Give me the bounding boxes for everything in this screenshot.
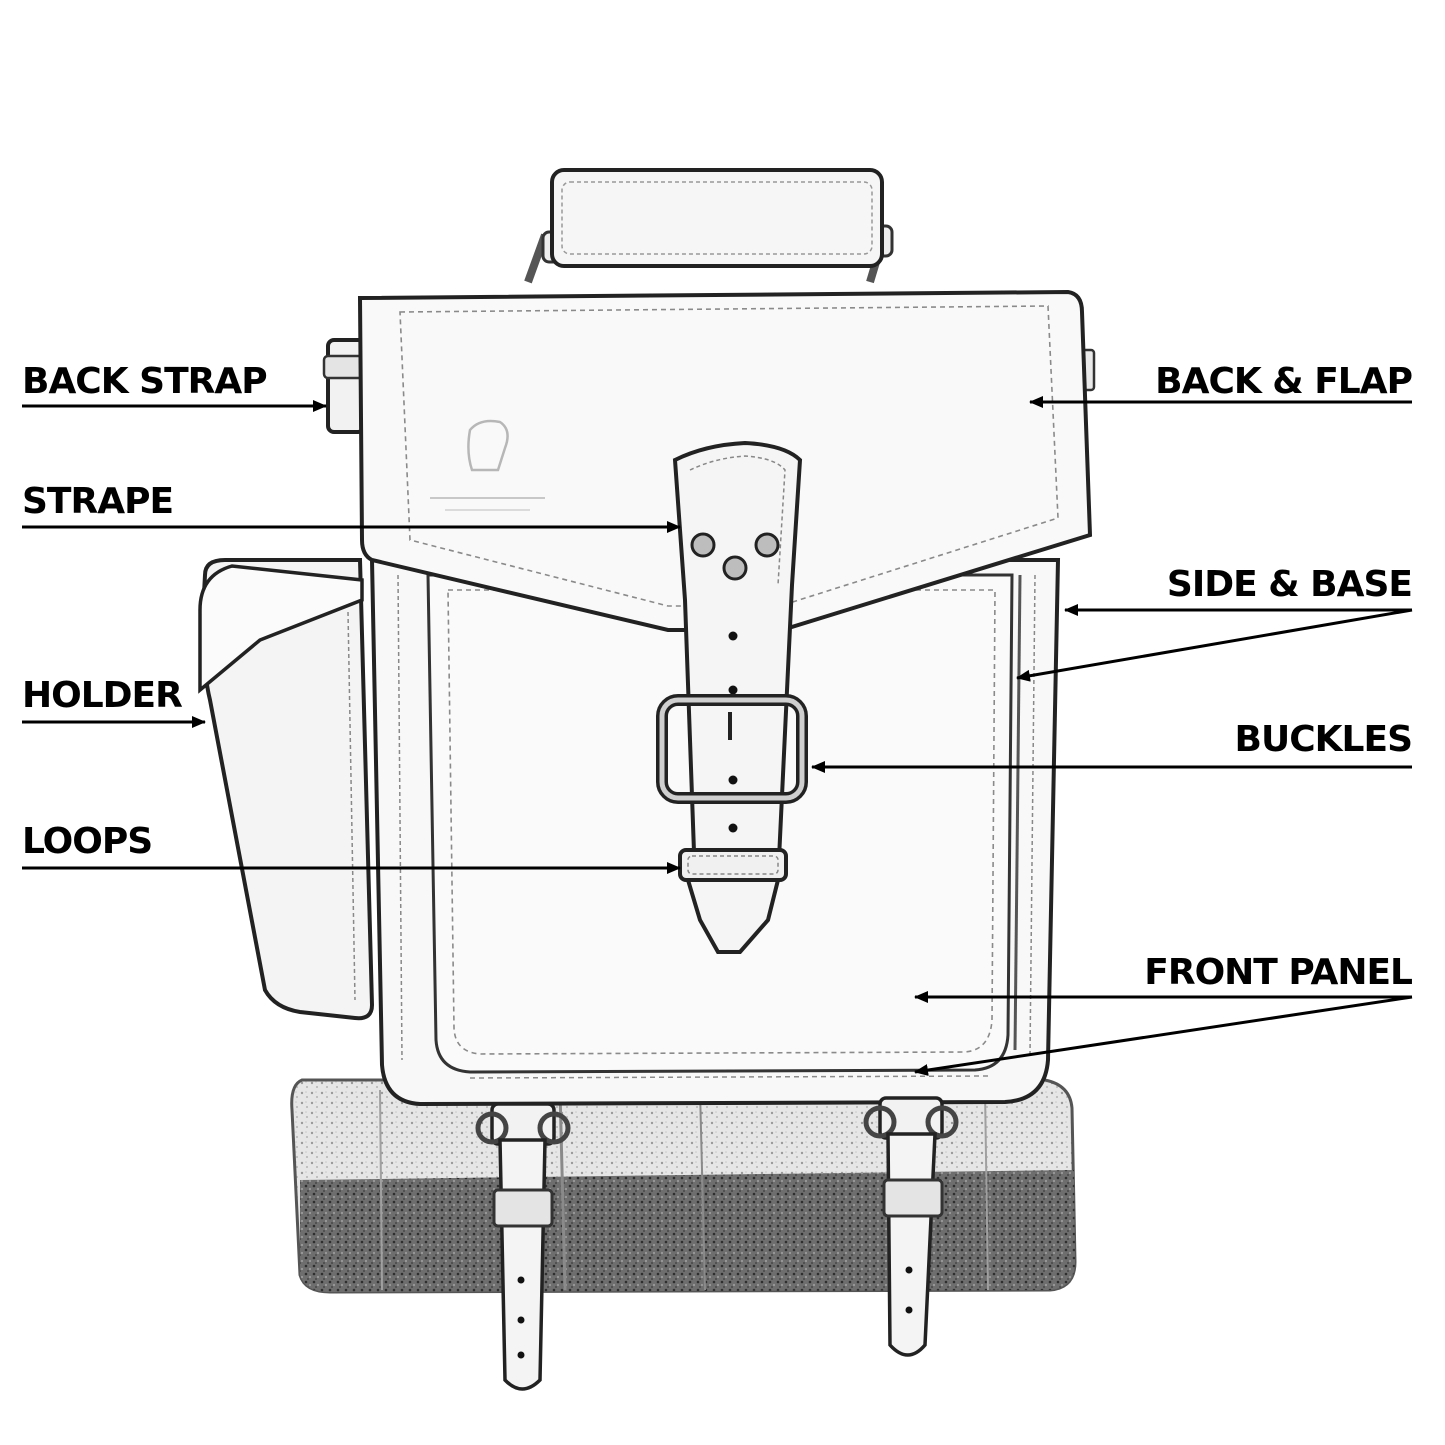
blanket-straps: [475, 1096, 959, 1391]
arrow-side-base-2: [1016, 608, 1413, 682]
label-back-strap: BACK STRAP: [22, 361, 268, 402]
label-strape: STRAPE: [22, 481, 174, 522]
leader-lines: [22, 396, 1413, 1076]
label-loops: LOOPS: [22, 821, 153, 862]
label-front-panel: FRONT PANEL: [1144, 952, 1413, 993]
front-strap: [672, 440, 803, 954]
label-side-base: SIDE & BASE: [1166, 564, 1413, 605]
label-back-flap: BACK & FLAP: [1155, 361, 1413, 402]
front-loop: [678, 848, 788, 882]
label-buckles: BUCKLES: [1234, 719, 1413, 760]
side-holder-pocket: [198, 558, 375, 1021]
label-holder: HOLDER: [22, 675, 183, 716]
rolled-blanket: [290, 1078, 1077, 1294]
arrow-front-panel-2: [914, 995, 1413, 1076]
top-handle: [524, 168, 894, 284]
front-buckle: [656, 694, 808, 804]
embossed-logo: [430, 419, 545, 511]
